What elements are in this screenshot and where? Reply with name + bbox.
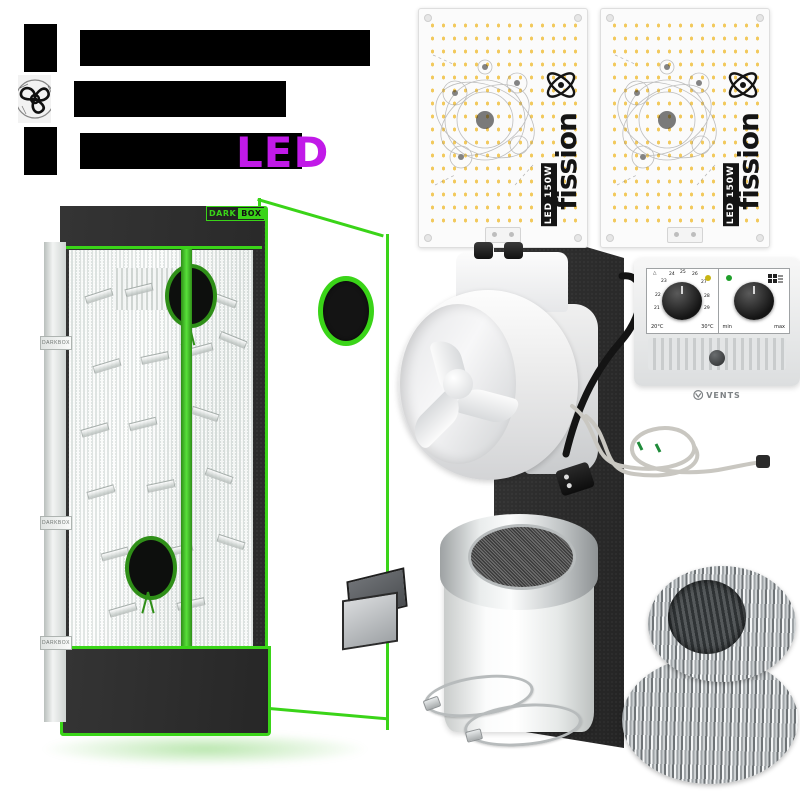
temp-scale-tick: 27 <box>701 280 707 285</box>
pole-label: DARKBOX <box>40 636 72 650</box>
controller-mounting-hole <box>709 350 725 366</box>
fan-speed-icon <box>768 274 783 283</box>
led-highlight-text: LED <box>236 128 330 177</box>
brand-dark-text: DARK <box>209 209 237 218</box>
fan-cable-gland <box>474 242 493 259</box>
atom-icon <box>728 72 758 98</box>
header-row-2 <box>18 75 286 123</box>
mount-screw <box>574 234 582 242</box>
temp-scale-tick: 21 <box>654 306 660 311</box>
led-model-text: LED 150W <box>541 163 557 227</box>
vents-logo-icon <box>693 390 704 400</box>
darkbox-logo: DARK BOX <box>206 206 266 221</box>
pole-label: DARKBOX <box>40 516 72 530</box>
mount-screw <box>756 234 764 242</box>
tent-shadow <box>40 732 370 766</box>
temp-scale-tick: 25 <box>680 270 686 275</box>
carbon-filter <box>421 500 608 752</box>
temperature-sensor-cable <box>570 404 770 478</box>
led-circuit-artwork <box>432 54 535 186</box>
tent-duct-port <box>318 276 374 346</box>
temp-scale-tick: 28 <box>704 294 710 299</box>
fan-cable-gland <box>504 242 523 259</box>
mount-screw <box>424 14 432 22</box>
temp-max-label: 30°C <box>701 324 714 330</box>
mount-screw <box>606 14 614 22</box>
tent-bottom-rail <box>60 646 271 736</box>
mount-screw <box>424 234 432 242</box>
tent-vent-flap <box>342 591 398 651</box>
speed-max-label: max <box>774 324 785 330</box>
knob-indicator <box>752 286 755 294</box>
temp-min-label: 20°C <box>651 324 664 330</box>
temp-scale-tick: 23 <box>661 279 667 284</box>
brand-box-text: BOX <box>238 208 265 219</box>
tent-right-panel <box>257 198 624 748</box>
header-row-3 <box>24 127 302 175</box>
knob-indicator <box>681 286 684 294</box>
led-model-text: LED 150W <box>723 163 739 227</box>
temperature-knob[interactable] <box>662 282 703 320</box>
heater-indicator-led <box>704 275 711 281</box>
temp-icon: △ <box>653 271 657 276</box>
power-indicator-led <box>725 275 732 281</box>
interior-duct-port <box>125 536 177 600</box>
fan-hub <box>443 369 473 399</box>
tent-edge-trim <box>257 706 389 721</box>
led-connector <box>485 227 521 243</box>
redacted-text-bar <box>80 30 370 66</box>
tent-edge-trim <box>386 234 389 730</box>
tent-left-pole <box>44 242 66 722</box>
header-row-1 <box>24 24 370 72</box>
fan-speed-knob[interactable] <box>733 282 774 320</box>
fan-speed-section[interactable]: min max <box>717 269 790 333</box>
temperature-speed-controller: △ 24 25 26 23 27 22 28 21 29 20°C 30°C <box>634 258 800 400</box>
led-panel-2: fission LED 150W <box>600 8 770 248</box>
led-circuit-artwork <box>614 54 717 186</box>
atom-icon <box>546 72 576 98</box>
fan-icon <box>18 75 51 123</box>
grow-tent: DARK BOX DARKBOX DARKBOX DARKBOX <box>22 176 624 776</box>
mount-screw <box>756 14 764 22</box>
duct-opening <box>668 580 746 654</box>
fan-inlet <box>400 304 520 464</box>
black-square-icon <box>24 127 57 175</box>
controller-faceplate: △ 24 25 26 23 27 22 28 21 29 20°C 30°C <box>646 268 790 334</box>
redacted-text-bar <box>74 81 286 117</box>
controller-brand-text: VENTS <box>706 390 741 400</box>
tent-edge-trim <box>257 198 384 238</box>
filter-mesh-top <box>468 524 576 590</box>
temp-scale-tick: 22 <box>655 293 661 298</box>
speed-min-label: min <box>722 324 732 330</box>
temp-scale-tick: 29 <box>704 306 710 311</box>
mount-screw <box>574 14 582 22</box>
led-connector <box>667 227 703 243</box>
inline-duct-fan <box>398 242 645 502</box>
tent-zipper <box>181 238 192 658</box>
tent-interior <box>69 250 253 650</box>
mount-screw <box>606 234 614 242</box>
black-square-icon <box>24 24 57 72</box>
aluminium-flexible-duct <box>614 560 800 796</box>
thermostat-section[interactable]: △ 24 25 26 23 27 22 28 21 29 20°C 30°C <box>647 269 718 333</box>
controller-brand: VENTS <box>693 390 741 400</box>
redacted-text-bar <box>80 133 302 169</box>
temp-scale-tick: 26 <box>692 272 698 277</box>
temp-scale-tick: 24 <box>669 272 675 277</box>
pole-label: DARKBOX <box>40 336 72 350</box>
led-panel-1: fission LED 150W <box>418 8 588 248</box>
